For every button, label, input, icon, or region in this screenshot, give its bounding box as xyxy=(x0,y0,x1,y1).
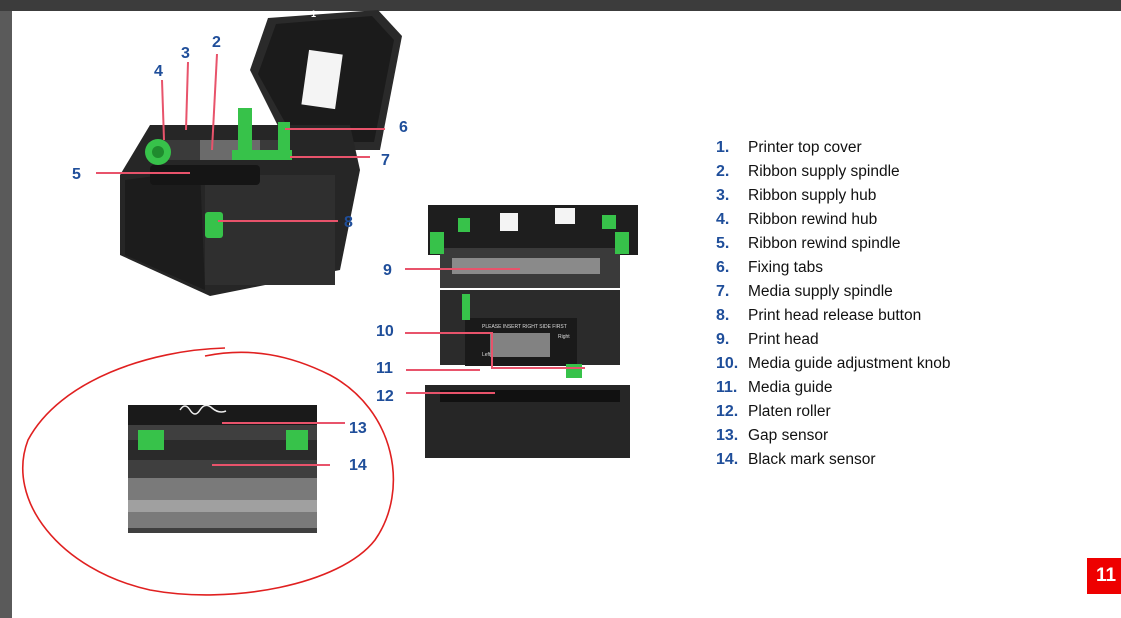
callout-9: 9 xyxy=(383,262,392,279)
legend-number: 11. xyxy=(716,379,738,396)
legend-label: Black mark sensor xyxy=(748,451,876,468)
callout-1: 1 xyxy=(311,9,317,19)
parts-legend: 1. Printer top cover 2. Ribbon supply spin… xyxy=(716,139,951,475)
printer-photo-open-front: PLEASE INSERT RIGHT SIDE FIRST Left Righ… xyxy=(425,205,638,458)
legend-item: 9. Print head xyxy=(716,331,951,355)
legend-label: Fixing tabs xyxy=(748,259,823,276)
legend-item: 12. Platen roller xyxy=(716,403,951,427)
legend-number: 10. xyxy=(716,355,739,372)
callout-3: 3 xyxy=(181,45,190,62)
legend-label: Print head release button xyxy=(748,307,922,324)
legend-label: Media guide xyxy=(748,379,833,396)
viewer-top-bar xyxy=(0,0,1121,11)
hand-drawn-red-circle xyxy=(22,347,395,596)
legend-item: 11. Media guide xyxy=(716,379,951,403)
printer-photo-open-cover xyxy=(120,10,402,296)
viewer-left-margin xyxy=(0,11,12,618)
legend-number: 5. xyxy=(716,235,730,252)
legend-item: 14. Black mark sensor xyxy=(716,451,951,475)
legend-label: Ribbon rewind hub xyxy=(748,211,878,228)
legend-number: 9. xyxy=(716,331,730,348)
page-number-badge: 11 xyxy=(1087,558,1121,594)
legend-item: 10. Media guide adjustment knob xyxy=(716,355,951,379)
callout-10: 10 xyxy=(376,323,394,340)
legend-item: 6. Fixing tabs xyxy=(716,259,951,283)
legend-number: 6. xyxy=(716,259,730,276)
leader-lines-printer-1 xyxy=(96,53,385,222)
callout-14: 14 xyxy=(349,457,367,474)
legend-item: 13. Gap sensor xyxy=(716,427,951,451)
legend-label: Ribbon rewind spindle xyxy=(748,235,901,252)
legend-number: 14. xyxy=(716,451,739,468)
callout-6: 6 xyxy=(399,119,408,136)
legend-item: 3. Ribbon supply hub xyxy=(716,187,951,211)
legend-number: 12. xyxy=(716,403,739,420)
callout-5: 5 xyxy=(72,166,81,183)
leader-lines-sensors xyxy=(212,422,345,466)
legend-item: 8. Print head release button xyxy=(716,307,951,331)
legend-number: 3. xyxy=(716,187,730,204)
callout-7: 7 xyxy=(381,152,390,169)
legend-item: 7. Media supply spindle xyxy=(716,283,951,307)
legend-label: Platen roller xyxy=(748,403,831,420)
legend-item: 2. Ribbon supply spindle xyxy=(716,163,951,187)
legend-label: Ribbon supply spindle xyxy=(748,163,900,180)
callout-4: 4 xyxy=(154,63,163,80)
legend-label: Media guide adjustment knob xyxy=(748,355,951,372)
right-text: Right xyxy=(558,334,570,340)
legend-item: 5. Ribbon rewind spindle xyxy=(716,235,951,259)
sensor-photo xyxy=(128,404,317,533)
leader-lines-printer-2 xyxy=(405,268,585,394)
callout-2: 2 xyxy=(212,34,221,51)
legend-number: 13. xyxy=(716,427,739,444)
legend-label: Gap sensor xyxy=(748,427,829,444)
callout-12: 12 xyxy=(376,388,394,405)
legend-label: Media supply spindle xyxy=(748,283,893,300)
insert-notice-text: PLEASE INSERT RIGHT SIDE FIRST xyxy=(482,324,567,330)
callout-8: 8 xyxy=(344,214,353,231)
legend-label: Print head xyxy=(748,331,819,348)
legend-item: 4. Ribbon rewind hub xyxy=(716,211,951,235)
callout-13: 13 xyxy=(349,420,367,437)
legend-number: 8. xyxy=(716,307,730,324)
legend-number: 1. xyxy=(716,139,730,156)
legend-label: Ribbon supply hub xyxy=(748,187,877,204)
callout-11: 11 xyxy=(376,360,393,377)
legend-label: Printer top cover xyxy=(748,139,862,156)
legend-number: 4. xyxy=(716,211,730,228)
legend-item: 1. Printer top cover xyxy=(716,139,951,163)
left-text: Left xyxy=(482,352,491,358)
legend-number: 2. xyxy=(716,163,730,180)
legend-number: 7. xyxy=(716,283,730,300)
